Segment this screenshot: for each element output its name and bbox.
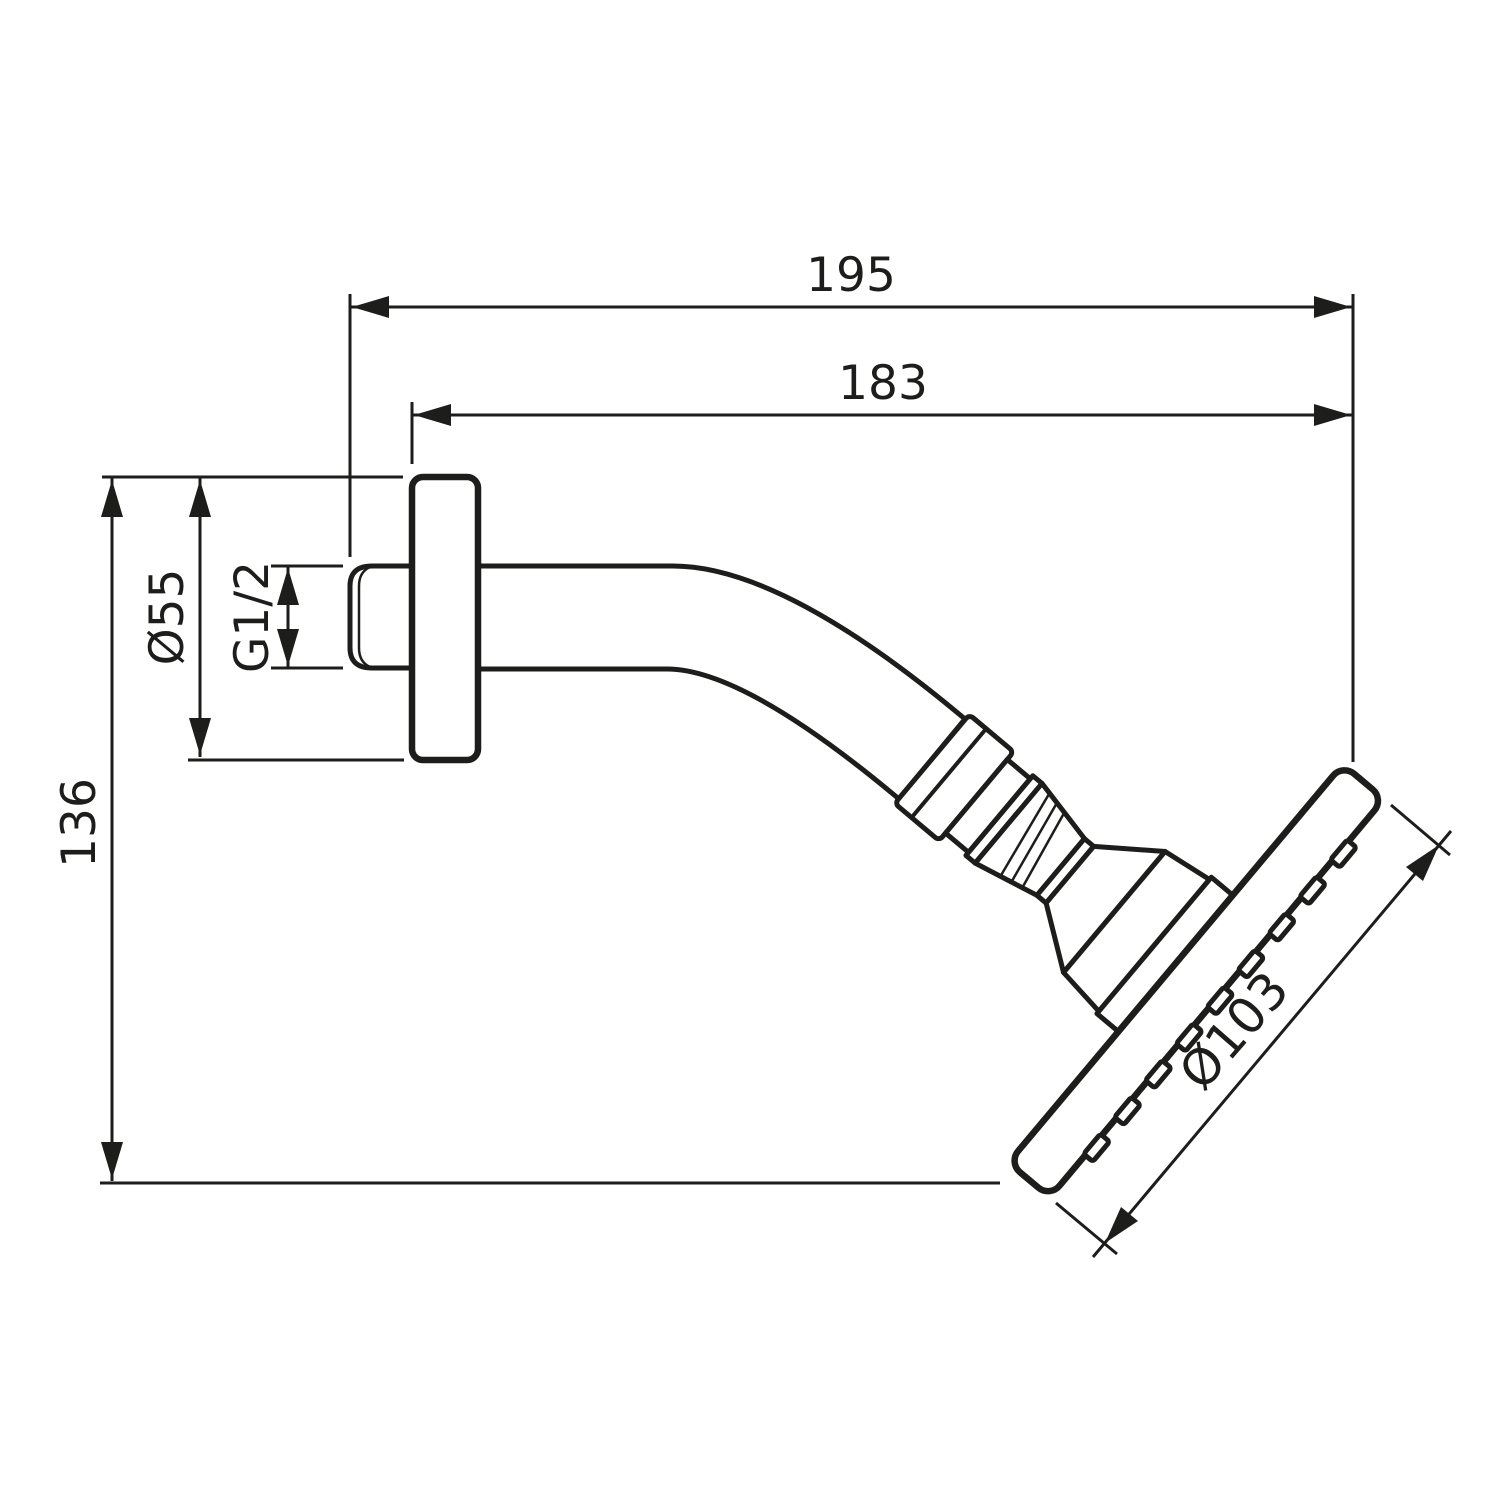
nozzle xyxy=(1267,912,1296,943)
thread-nipple-outline xyxy=(347,563,418,671)
ext-line-103-bottom xyxy=(1055,1201,1118,1256)
thread-nipple xyxy=(347,563,418,671)
dimension-flange-diameter: Ø55 xyxy=(140,478,211,757)
connector-nut-chamfer-line xyxy=(910,727,988,819)
nozzle xyxy=(1298,875,1327,906)
dimension-183: 183 xyxy=(412,356,1353,426)
arrowhead-down xyxy=(101,1142,123,1179)
arrowhead-right xyxy=(1314,296,1351,318)
wall-flange xyxy=(408,473,482,764)
swivel-line-3 xyxy=(1020,812,1066,890)
nozzle xyxy=(1329,838,1358,869)
nozzle xyxy=(1113,1095,1142,1127)
nozzle xyxy=(1236,948,1266,980)
arrowhead-left xyxy=(352,296,389,318)
thread-inner-line xyxy=(357,565,372,669)
dim-label-g12: G1/2 xyxy=(225,561,280,673)
shower-arm xyxy=(467,563,968,802)
swivel-line-2 xyxy=(1009,802,1058,884)
arrowhead-up xyxy=(189,480,211,517)
spray-nozzles xyxy=(1082,838,1358,1163)
dim-line-103 xyxy=(1091,830,1453,1258)
nozzle xyxy=(1144,1059,1173,1090)
dim-label-183: 183 xyxy=(838,356,928,411)
nozzle xyxy=(1082,1132,1111,1163)
shower-head-assembly xyxy=(894,714,1382,1195)
dim-label-136: 136 xyxy=(52,778,107,868)
arrowhead-up xyxy=(101,480,123,517)
dimension-thread: G1/2 xyxy=(225,561,299,673)
dim-label-195: 195 xyxy=(806,248,896,303)
swivel-line-1 xyxy=(998,792,1051,879)
arrowhead-upper xyxy=(1406,845,1439,881)
extension-lines xyxy=(100,294,1451,1256)
nozzle xyxy=(1205,985,1235,1016)
dim-label-55: Ø55 xyxy=(140,569,195,666)
arrowhead-right xyxy=(1314,404,1351,426)
arrowhead-up xyxy=(277,568,299,605)
nozzle xyxy=(1174,1022,1204,1053)
arrowhead-lower xyxy=(1105,1207,1138,1243)
dimension-136: 136 xyxy=(52,478,123,1181)
dimension-195: 195 xyxy=(350,248,1353,318)
ext-line-103-top xyxy=(1390,803,1451,857)
arrowhead-left xyxy=(414,404,451,426)
arrowhead-down xyxy=(277,629,299,666)
arrowhead-down xyxy=(189,718,211,755)
